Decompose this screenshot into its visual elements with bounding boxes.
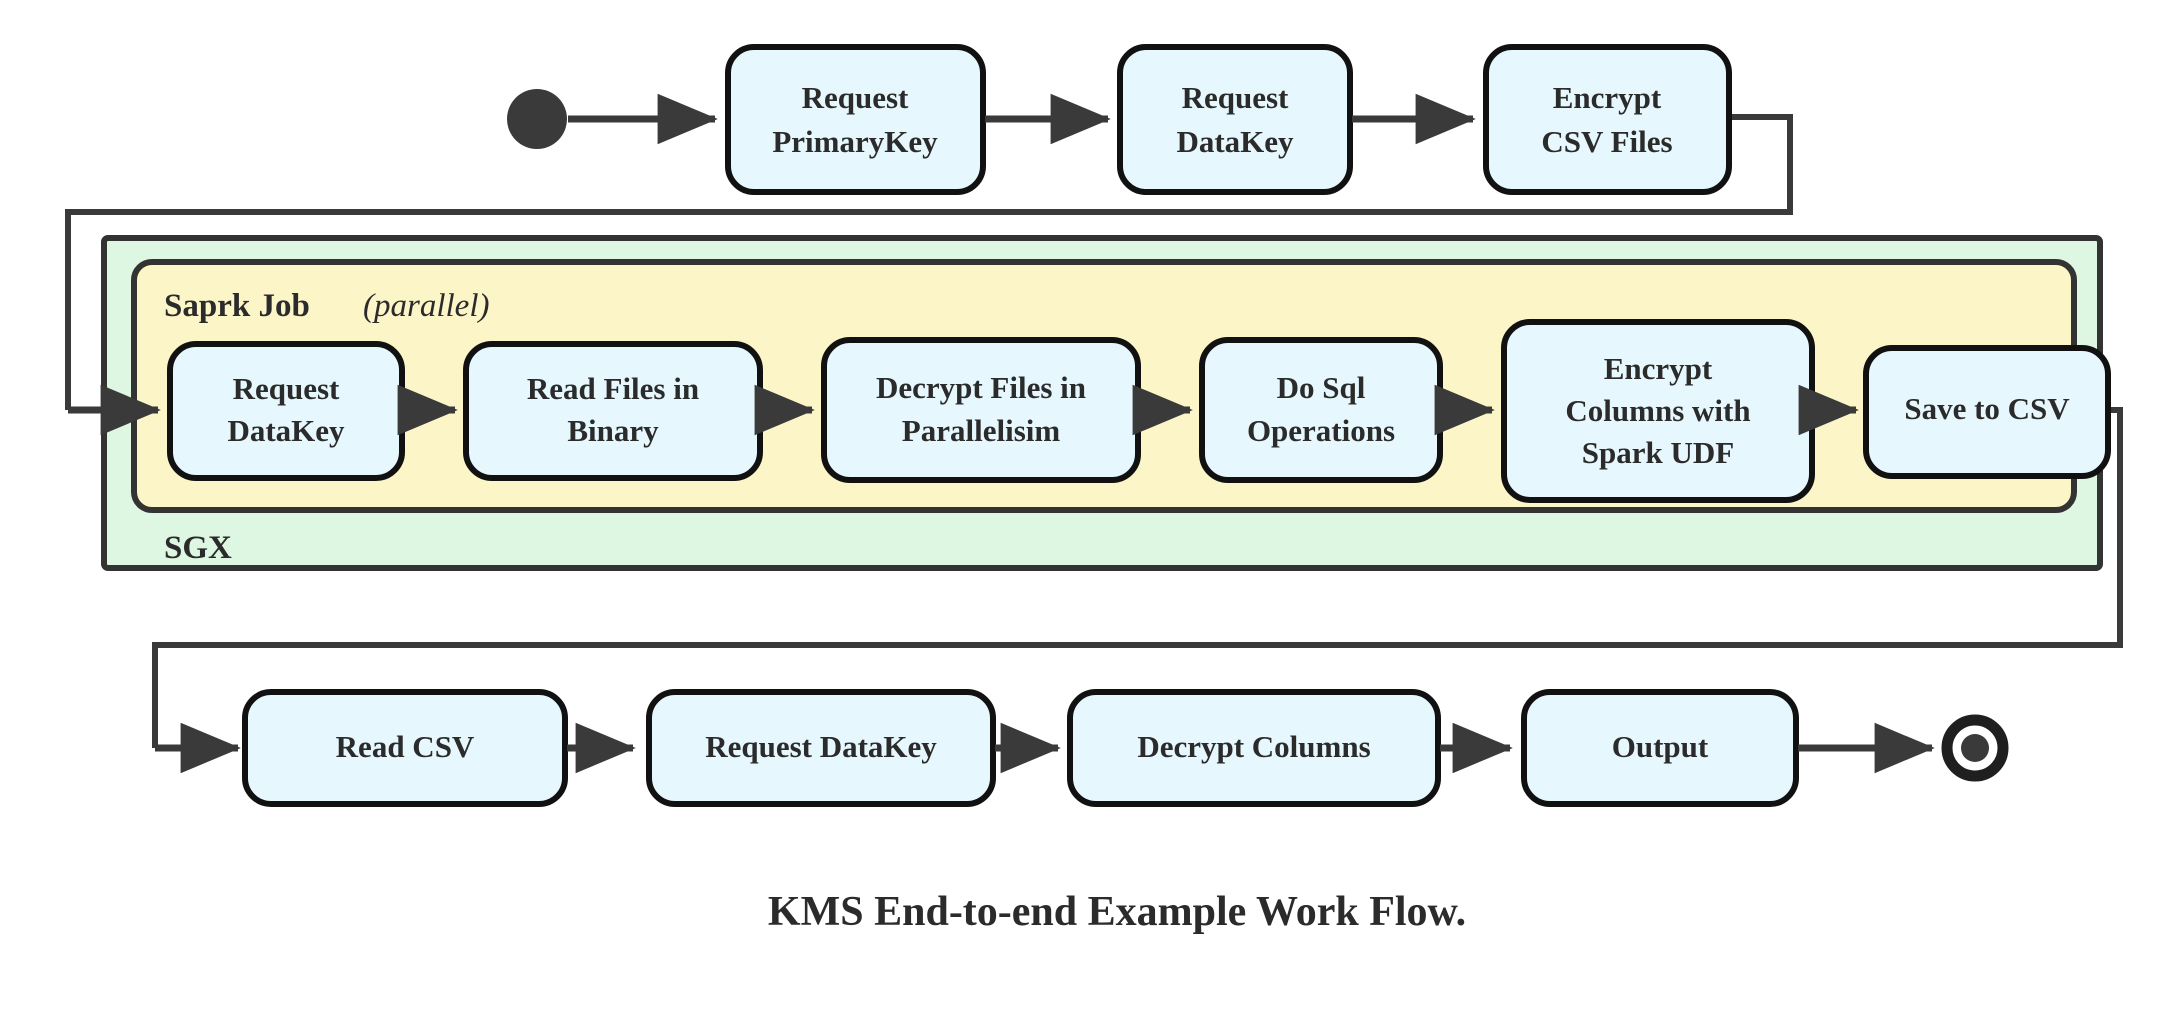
- node-read-csv[interactable]: Read CSV: [242, 689, 568, 807]
- node-label: PrimaryKey: [772, 124, 938, 159]
- node-label: Parallelisim: [902, 413, 1061, 448]
- node-label: CSV Files: [1541, 124, 1672, 159]
- node-decrypt-files-in-parallelisim[interactable]: Decrypt Files in Parallelisim: [821, 337, 1141, 483]
- spark-job-label-italic: (parallel): [363, 288, 489, 324]
- node-label: Read Files in: [527, 371, 699, 406]
- node-do-sql-operations[interactable]: Do Sql Operations: [1199, 337, 1443, 483]
- node-label: Columns with: [1565, 393, 1750, 428]
- edge-encrypt-to-spark: [65, 114, 1793, 410]
- node-label: DataKey: [227, 413, 345, 448]
- node-save-to-csv[interactable]: Save to CSV: [1863, 345, 2111, 479]
- node-label: Operations: [1247, 413, 1395, 448]
- node-output[interactable]: Output: [1521, 689, 1799, 807]
- diagram-caption: KMS End-to-end Example Work Flow.: [768, 889, 1466, 935]
- spark-job-label-bold: Saprk Job: [164, 288, 310, 324]
- end-node: [1941, 714, 2009, 782]
- node-label: DataKey: [1176, 124, 1294, 159]
- node-label: Request: [802, 80, 909, 115]
- node-read-files-in-binary[interactable]: Read Files in Binary: [463, 341, 763, 481]
- node-request-datakey-bottom[interactable]: Request DataKey: [646, 689, 996, 807]
- node-request-datakey-top[interactable]: Request DataKey: [1117, 44, 1353, 195]
- node-label: Spark UDF: [1582, 435, 1734, 470]
- start-node: [507, 89, 567, 149]
- node-label: Encrypt: [1553, 80, 1662, 115]
- node-label: Request: [233, 371, 340, 406]
- node-encrypt-columns-with-spark-udf[interactable]: Encrypt Columns with Spark UDF: [1501, 319, 1815, 503]
- node-label: Decrypt Columns: [1137, 729, 1370, 764]
- node-label: Decrypt Files in: [876, 370, 1086, 405]
- node-request-datakey-spark[interactable]: Request DataKey: [167, 341, 405, 481]
- node-encrypt-csv-files[interactable]: Encrypt CSV Files: [1483, 44, 1732, 195]
- node-label: Binary: [567, 413, 659, 448]
- node-label: Output: [1612, 729, 1709, 764]
- node-label: Read CSV: [336, 729, 475, 764]
- node-label: Encrypt: [1604, 351, 1713, 386]
- node-label: Save to CSV: [1904, 391, 2070, 426]
- node-decrypt-columns[interactable]: Decrypt Columns: [1067, 689, 1441, 807]
- node-label: Do Sql: [1277, 370, 1366, 405]
- node-request-primarykey[interactable]: Request PrimaryKey: [725, 44, 986, 195]
- node-label: Request DataKey: [705, 729, 937, 764]
- node-label: Request: [1182, 80, 1289, 115]
- sgx-label: SGX: [164, 530, 232, 566]
